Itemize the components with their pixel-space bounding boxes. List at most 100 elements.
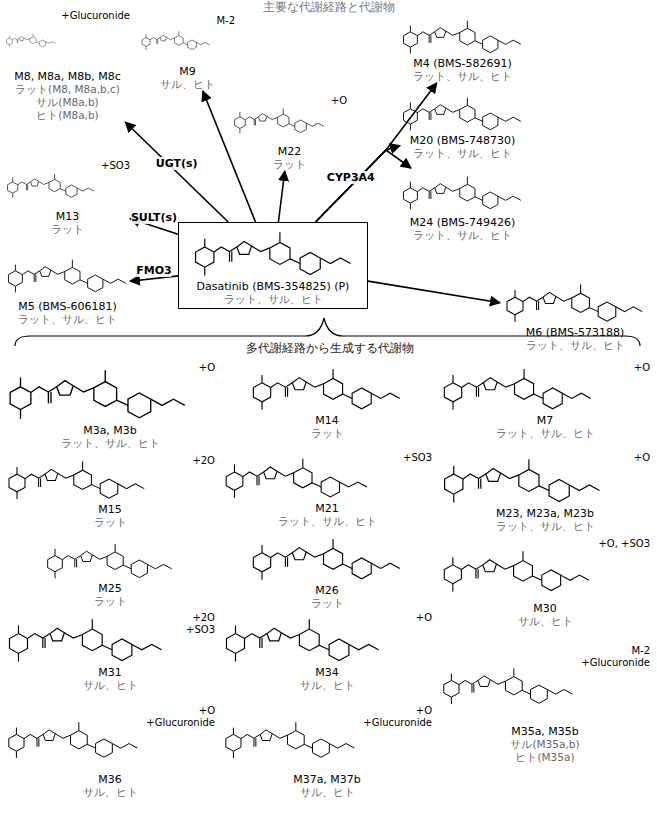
chemical-structure xyxy=(5,10,57,70)
chemical-structure xyxy=(222,705,359,773)
structure-area: +2O xyxy=(5,455,215,503)
modification-note: +O xyxy=(634,362,650,374)
metabolite-node: +GlucuronideM8, M8a, M8b, M8cラット(M8, M8a… xyxy=(5,10,130,122)
modification-note: +O xyxy=(416,612,432,624)
metabolite-name: M22 xyxy=(232,145,347,158)
species-list: サル、ヒト xyxy=(440,615,650,628)
structure-area xyxy=(222,362,432,414)
chemical-structure xyxy=(400,92,525,134)
metabolite-name: M15 xyxy=(5,503,215,516)
modification-note: +Glucuronide xyxy=(61,10,130,22)
structure-area: +Glucuronide xyxy=(5,10,130,70)
metabolite-node: +OM22ラット xyxy=(232,95,347,171)
structure-skeleton xyxy=(444,369,590,410)
chemical-structure xyxy=(5,160,97,210)
species-list: ラット xyxy=(222,427,432,440)
species-list: ラット(M8, M8a,b,c) xyxy=(5,83,130,96)
structure-area xyxy=(222,532,432,584)
metabolite-name: M23, M23a, M23b xyxy=(440,507,650,520)
annotation-group: +O+Glucuronide xyxy=(146,705,215,729)
annotation-group: +SO3 xyxy=(101,160,130,172)
reaction-arrow xyxy=(316,146,400,222)
species-list: ラット、サル、ヒト xyxy=(222,515,432,528)
chemical-structure xyxy=(440,362,596,414)
reaction-arrow xyxy=(125,122,228,222)
structure-area xyxy=(5,538,215,582)
structure-area: +O xyxy=(440,452,650,507)
structure-area: +2O+SO3 xyxy=(5,612,215,666)
structure-area: +O+Glucuronide xyxy=(222,705,432,773)
structure-area: +O, +SO3 xyxy=(440,538,650,602)
species-list: ラット、サル、ヒト xyxy=(400,70,525,83)
chemical-structure xyxy=(5,612,167,666)
structure-skeleton xyxy=(445,459,600,502)
chemical-structure xyxy=(222,612,384,666)
structure-area xyxy=(400,168,525,216)
metabolite-node: +OM23, M23a, M23bラット、サル、ヒト xyxy=(440,452,650,533)
metabolite-name: M24 (BMS-749426) xyxy=(400,216,525,229)
parent-drug-box: Dasatinib (BMS-354825) (P)ラット、サル、ヒト xyxy=(178,222,368,309)
metabolite-node: M5 (BMS-606181)ラット、サル、ヒト xyxy=(5,250,130,326)
species-list: サル、ヒト xyxy=(222,786,432,799)
reaction-arrow xyxy=(368,281,500,303)
structure-skeleton xyxy=(8,260,125,293)
metabolite-name: M37a, M37b xyxy=(222,773,432,786)
modification-note: +SO3 xyxy=(403,452,432,464)
modification-note: M-2 xyxy=(581,645,650,657)
species-list: サル(M8a,b) xyxy=(5,96,130,109)
structure-skeleton xyxy=(48,544,172,578)
structure-skeleton xyxy=(444,551,589,591)
annotation-group: +SO3 xyxy=(403,452,432,464)
species-list: ラット xyxy=(5,595,215,608)
species-list: サル、ヒト xyxy=(5,786,215,799)
annotation-group: +O xyxy=(331,95,347,107)
species-list: ラット、サル、ヒト xyxy=(440,427,650,440)
metabolite-name: M25 xyxy=(5,582,215,595)
chemical-structure xyxy=(503,278,647,326)
metabolite-node: +OM7ラット、サル、ヒト xyxy=(440,362,650,440)
chemical-structure xyxy=(5,250,130,300)
structure-skeleton xyxy=(9,722,138,758)
enzyme-label: CYP3A4 xyxy=(327,171,375,184)
chemical-structure xyxy=(5,455,149,503)
metabolite-name: M14 xyxy=(222,414,432,427)
chemical-structure xyxy=(222,452,372,502)
structure-skeleton xyxy=(403,21,520,54)
metabolite-node: M25ラット xyxy=(5,538,215,608)
chemical-structure xyxy=(400,168,525,216)
structure-area: +SO3 xyxy=(222,452,432,502)
metabolite-node: +O+GlucuronideM36サル、ヒト xyxy=(5,705,215,799)
modification-note: +2O xyxy=(186,612,215,624)
modification-note: +O, +SO3 xyxy=(598,538,650,550)
metabolite-node: +2O+SO3M31サル、ヒト xyxy=(5,612,215,692)
chemical-structure xyxy=(5,362,191,424)
modification-note: +O xyxy=(634,452,650,464)
modification-note: +Glucuronide xyxy=(146,717,215,729)
annotation-group: +2O xyxy=(192,455,215,467)
structure-skeleton xyxy=(226,722,355,758)
metabolite-name: M31 xyxy=(5,666,215,679)
metabolite-node: +OM3a, M3bラット、サル、ヒト xyxy=(5,362,215,450)
metabolite-node: +O+GlucuronideM37a, M37bサル、ヒト xyxy=(222,705,432,799)
metabolite-node: M20 (BMS-748730)ラット、サル、ヒト xyxy=(400,92,525,160)
metabolite-name: M20 (BMS-748730) xyxy=(400,134,525,147)
structure-area: +O xyxy=(440,362,650,414)
metabolite-node: +O, +SO3M30サル、ヒト xyxy=(440,538,650,628)
structure-skeleton xyxy=(226,459,367,498)
species-list: サル、ヒト xyxy=(140,78,235,91)
structure-skeleton xyxy=(444,668,573,704)
species-list: ラット xyxy=(222,597,432,610)
species-list: ラット、サル、ヒト xyxy=(500,339,650,352)
metabolite-name: M8, M8a, M8b, M8c xyxy=(5,70,130,83)
metabolite-name: M21 xyxy=(222,502,432,515)
metabolite-node: M26ラット xyxy=(222,532,432,610)
metabolite-name: M30 xyxy=(440,602,650,615)
metabolite-name: M36 xyxy=(5,773,215,786)
annotation-group: +O, +SO3 xyxy=(598,538,650,550)
chemical-structure xyxy=(440,538,594,602)
metabolite-name: M5 (BMS-606181) xyxy=(5,300,130,313)
structure-area xyxy=(400,92,525,134)
